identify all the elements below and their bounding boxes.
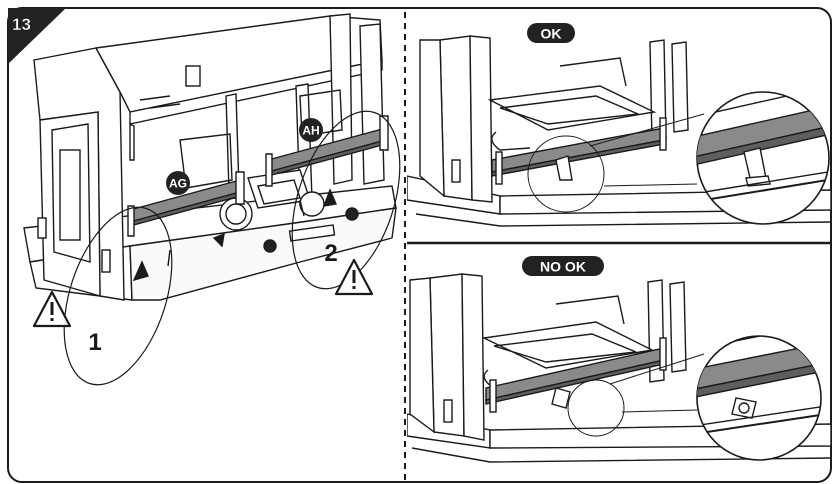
ok-rail bbox=[491, 117, 667, 185]
not-ok-status-label: NO OK bbox=[540, 259, 586, 275]
rail-ah bbox=[265, 115, 389, 187]
ok-zoom-circle bbox=[696, 91, 830, 225]
step-badge: 13 bbox=[8, 8, 66, 64]
warning-icon bbox=[32, 290, 72, 328]
printer-overview bbox=[23, 13, 401, 386]
rail-ag bbox=[127, 171, 245, 237]
not-ok-zoom-circle bbox=[696, 335, 822, 461]
ok-status-label: OK bbox=[541, 26, 562, 42]
callout-number-2: 2 bbox=[324, 240, 337, 267]
not-ok-rail bbox=[485, 337, 667, 413]
part-label-ag: AG bbox=[169, 177, 187, 191]
part-badge-ah: AH bbox=[299, 118, 323, 142]
step-number: 13 bbox=[12, 15, 31, 34]
ok-status-badge: OK bbox=[527, 23, 575, 43]
part-badge-ag: AG bbox=[166, 171, 190, 195]
callout-number-1: 1 bbox=[88, 329, 101, 356]
warning-icon bbox=[334, 258, 374, 296]
ok-magnify-source bbox=[527, 135, 605, 213]
not-ok-magnify-source bbox=[567, 379, 625, 437]
part-label-ah: AH bbox=[302, 124, 319, 138]
not-ok-status-badge: NO OK bbox=[522, 256, 604, 276]
callout-ellipse-1 bbox=[63, 206, 173, 386]
callout-ellipse-2 bbox=[291, 110, 401, 290]
ok-detail-view bbox=[407, 35, 831, 227]
not-ok-detail-view bbox=[407, 273, 831, 463]
